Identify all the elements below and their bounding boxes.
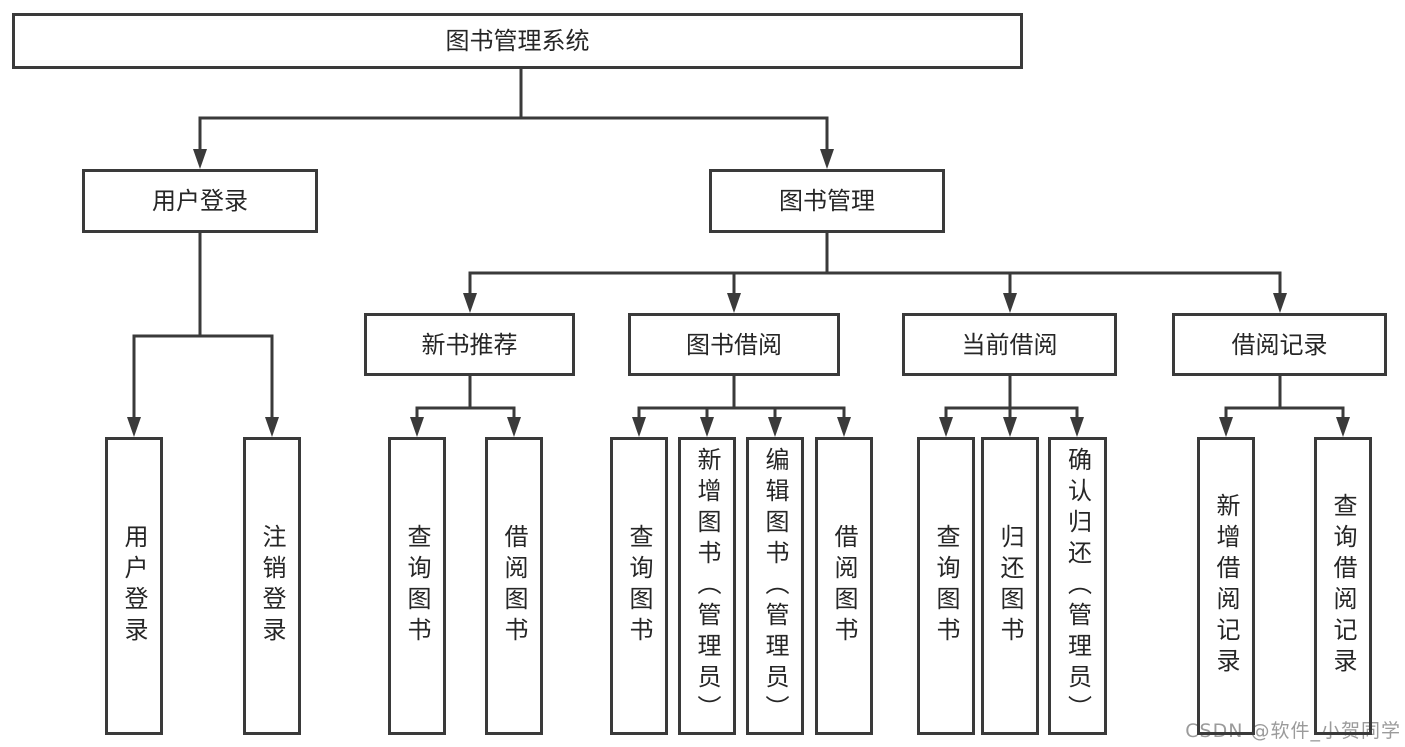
leaf-query-book-recommend: 查询图书 xyxy=(388,437,446,735)
arrowhead-down-icon xyxy=(410,417,424,437)
leaf-confirm-return-admin: 确认归还（管理员） xyxy=(1048,437,1107,735)
leaf-logout: 注销登录 xyxy=(243,437,301,735)
leaf-borrow-book-recommend-label: 借阅图书 xyxy=(500,524,528,648)
arrowhead-down-icon xyxy=(632,417,646,437)
node-new-book-recommend-label: 新书推荐 xyxy=(421,330,518,359)
leaf-add-book-admin-label: 新增图书（管理员） xyxy=(693,446,721,726)
leaf-return-book: 归还图书 xyxy=(981,437,1039,735)
node-user-login-label: 用户登录 xyxy=(152,187,248,215)
node-current-borrow-label: 当前借阅 xyxy=(961,330,1058,359)
node-borrow-records: 借阅记录 xyxy=(1172,313,1387,376)
leaf-add-borrow-record-label: 新增借阅记录 xyxy=(1212,493,1240,679)
node-borrow-records-label: 借阅记录 xyxy=(1231,330,1328,359)
arrowhead-down-icon xyxy=(265,417,279,437)
leaf-return-book-label: 归还图书 xyxy=(996,524,1024,648)
arrowhead-down-icon xyxy=(507,417,521,437)
arrowhead-down-icon xyxy=(1273,293,1287,313)
leaf-confirm-return-admin-label: 确认归还（管理员） xyxy=(1063,446,1092,726)
arrowhead-down-icon xyxy=(727,293,741,313)
leaf-query-book-borrow-label: 查询图书 xyxy=(625,524,653,648)
leaf-query-borrow-record: 查询借阅记录 xyxy=(1314,437,1372,735)
leaf-query-book-current-label: 查询图书 xyxy=(932,524,960,648)
leaf-user-login: 用户登录 xyxy=(105,437,163,735)
node-book-borrow: 图书借阅 xyxy=(628,313,840,376)
leaf-logout-label: 注销登录 xyxy=(258,524,286,648)
arrowhead-down-icon xyxy=(127,417,141,437)
arrowhead-down-icon xyxy=(1003,293,1017,313)
node-current-borrow: 当前借阅 xyxy=(902,313,1117,376)
leaf-borrow-book: 借阅图书 xyxy=(815,437,873,735)
node-new-book-recommend: 新书推荐 xyxy=(364,313,575,376)
leaf-edit-book-admin-label: 编辑图书（管理员） xyxy=(761,446,789,726)
leaf-query-book-recommend-label: 查询图书 xyxy=(403,524,431,648)
csdn-watermark: CSDN @软件_小贺同学 xyxy=(1185,720,1401,742)
arrowhead-down-icon xyxy=(1070,417,1084,437)
arrowhead-down-icon xyxy=(700,417,714,437)
arrowhead-down-icon xyxy=(768,417,782,437)
leaf-query-book-current: 查询图书 xyxy=(917,437,975,735)
arrowhead-down-icon xyxy=(463,293,477,313)
leaf-borrow-book-recommend: 借阅图书 xyxy=(485,437,543,735)
node-book-management-label: 图书管理 xyxy=(779,187,875,215)
arrowhead-down-icon xyxy=(939,417,953,437)
leaf-user-login-label: 用户登录 xyxy=(120,524,148,648)
leaf-edit-book-admin: 编辑图书（管理员） xyxy=(746,437,804,735)
arrowhead-down-icon xyxy=(1003,417,1017,437)
arrowhead-down-icon xyxy=(837,417,851,437)
node-book-borrow-label: 图书借阅 xyxy=(686,330,782,359)
leaf-add-borrow-record: 新增借阅记录 xyxy=(1197,437,1255,735)
leaf-borrow-book-label: 借阅图书 xyxy=(830,524,858,648)
node-system: 图书管理系统 xyxy=(12,13,1023,69)
arrowhead-down-icon xyxy=(1219,417,1233,437)
leaf-add-book-admin: 新增图书（管理员） xyxy=(678,437,736,735)
leaf-query-borrow-record-label: 查询借阅记录 xyxy=(1329,493,1357,679)
node-book-management: 图书管理 xyxy=(709,169,945,233)
arrowhead-down-icon xyxy=(820,149,834,169)
node-user-login: 用户登录 xyxy=(82,169,318,233)
leaf-query-book-borrow: 查询图书 xyxy=(610,437,668,735)
arrowhead-down-icon xyxy=(1336,417,1350,437)
arrowhead-down-icon xyxy=(193,149,207,169)
node-system-label: 图书管理系统 xyxy=(445,27,590,55)
